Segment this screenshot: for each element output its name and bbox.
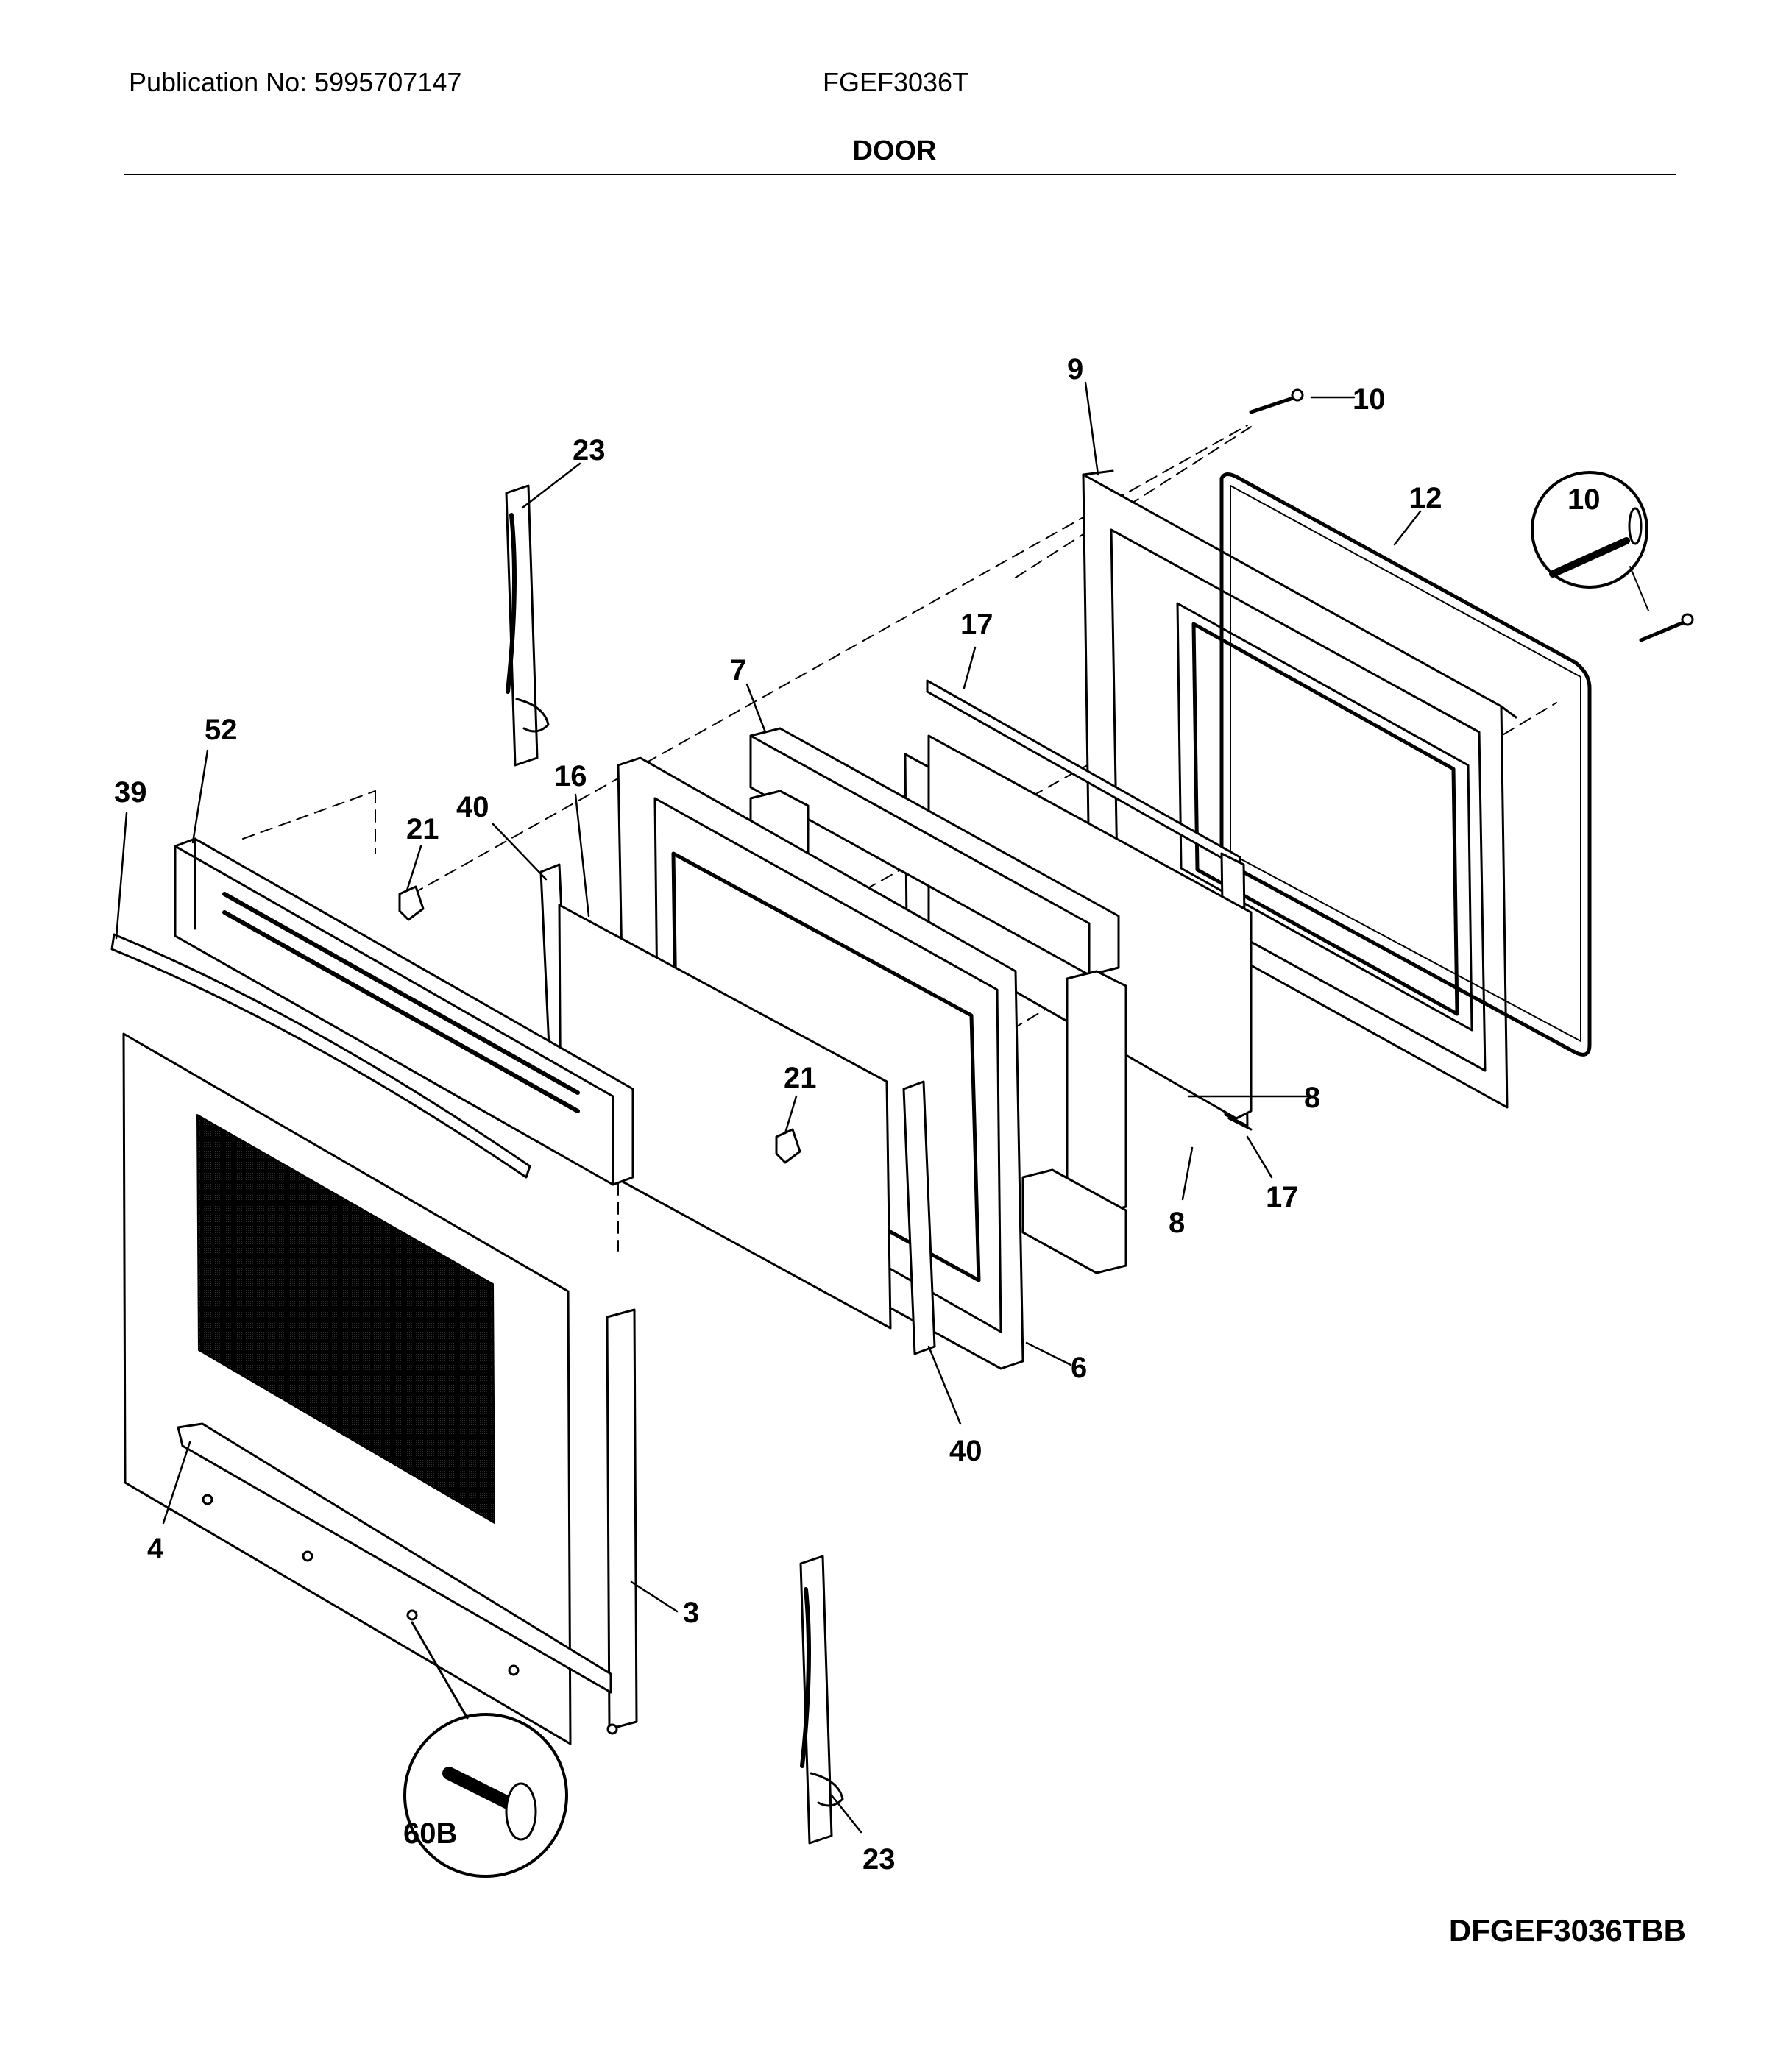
diagram-code: DFGEF3036TBB — [1448, 1913, 1686, 1948]
callout-8-right: 8 — [1304, 1082, 1320, 1114]
bottom-trim-4 — [177, 1422, 612, 1694]
callout-10-detail: 10 — [1567, 483, 1601, 516]
control-trim-52 — [174, 837, 634, 1186]
hinge-top — [505, 484, 550, 767]
publication-number: Publication No: 5995707147 — [129, 67, 462, 97]
side-trim-3 — [606, 1308, 638, 1731]
callout-21-lower: 21 — [784, 1062, 817, 1094]
callout-17-top: 17 — [960, 609, 993, 641]
callout-23-top: 23 — [573, 434, 606, 466]
screw-60b-detail-callout — [403, 1621, 568, 1878]
hinge-bottom — [799, 1555, 844, 1845]
screw-10 — [1249, 388, 1694, 642]
callout-40-lower: 40 — [949, 1435, 982, 1467]
callout-7: 7 — [730, 654, 746, 686]
callout-12: 12 — [1409, 482, 1442, 514]
callout-23-bottom: 23 — [862, 1843, 896, 1876]
screws-60b — [202, 1494, 618, 1735]
callout-4: 4 — [147, 1533, 164, 1565]
callout-3: 3 — [683, 1597, 699, 1629]
header-divider — [124, 174, 1676, 175]
callout-39: 39 — [114, 776, 147, 809]
callout-9: 9 — [1067, 353, 1083, 386]
leader-lines — [115, 381, 1422, 1834]
callout-17-lower: 17 — [1266, 1181, 1299, 1213]
callout-52: 52 — [205, 714, 238, 746]
callout-10: 10 — [1353, 383, 1386, 416]
section-title: DOOR — [852, 135, 937, 166]
inner-door-liner — [1082, 469, 1517, 1109]
callout-60b: 60B — [403, 1817, 457, 1850]
clip-21 — [398, 885, 801, 1164]
callout-21-top: 21 — [406, 813, 439, 845]
screw-10-detail-callout — [1531, 471, 1649, 611]
callout-6: 6 — [1071, 1352, 1087, 1384]
callout-8-lower: 8 — [1169, 1207, 1185, 1239]
callout-16: 16 — [554, 760, 587, 792]
outer-door-panel — [122, 1032, 572, 1745]
callout-labels: 9 10 10 12 23 17 7 52 39 40 16 21 21 8 8… — [114, 353, 1601, 1876]
model-number: FGEF3036T — [823, 67, 969, 97]
callout-40-top: 40 — [456, 791, 489, 823]
door-handle-39 — [110, 933, 531, 1179]
